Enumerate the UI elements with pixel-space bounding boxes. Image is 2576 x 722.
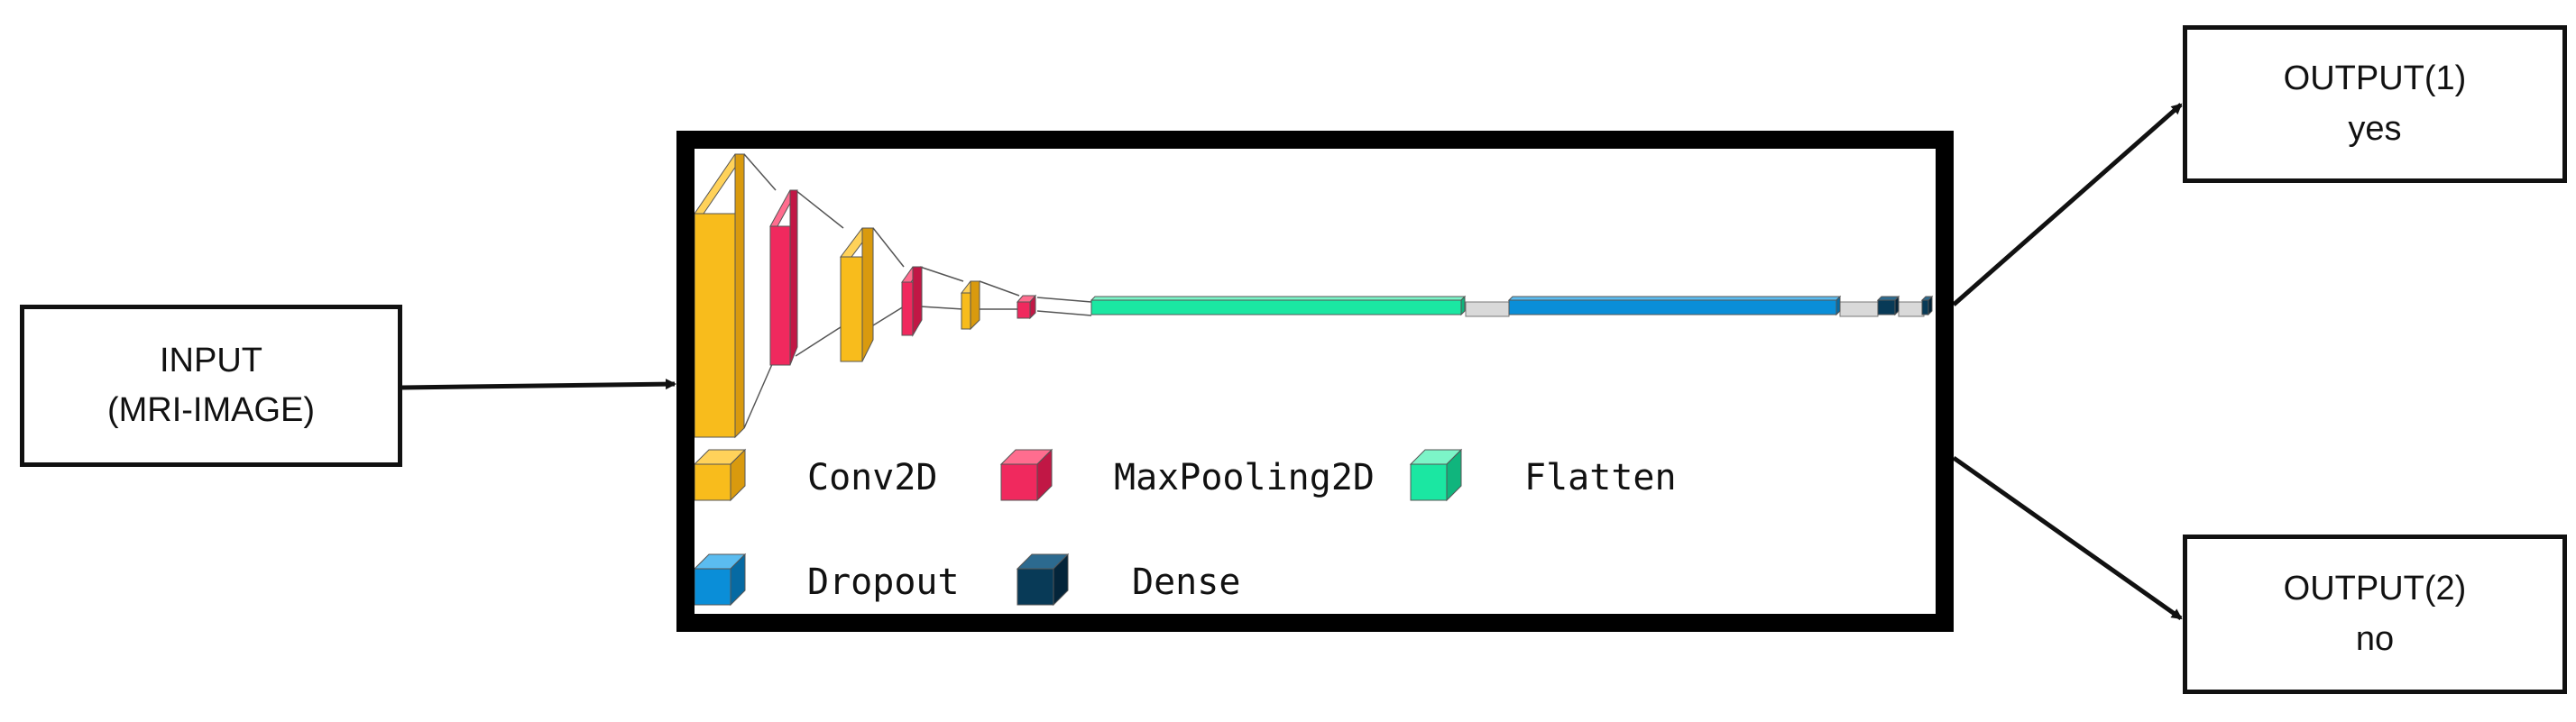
model-architecture-frame: Conv2D MaxPooling2D Flatten Dropout Dens… <box>676 131 1954 632</box>
output2-value: no <box>2355 619 2395 658</box>
legend-cube-dropout <box>695 553 747 607</box>
arrow-model-to-output1 <box>1952 103 2183 306</box>
layer-dropout <box>1507 295 1842 316</box>
arrow-model-to-output2 <box>1952 455 2183 621</box>
input-label: INPUT <box>160 341 262 379</box>
legend-label-dropout: Dropout <box>807 562 960 603</box>
output2-label: OUTPUT(2) <box>2283 570 2467 608</box>
layer-maxpool-2 <box>901 266 923 337</box>
legend-label-flatten: Flatten <box>1524 457 1677 498</box>
legend-label-dense: Dense <box>1132 562 1241 603</box>
arrow-input-to-model <box>401 379 676 390</box>
layer-conv2d-1 <box>695 153 745 439</box>
legend-cube-conv2d <box>695 448 747 502</box>
layer-dense-2 <box>1920 295 1934 316</box>
legend-label-maxpooling2d: MaxPooling2D <box>1114 457 1375 498</box>
output2-box: OUTPUT(2) no <box>2183 535 2567 694</box>
layer-stack <box>695 153 1934 607</box>
legend-cube-flatten <box>1409 448 1463 502</box>
input-sublabel: (MRI-IMAGE) <box>106 391 316 429</box>
input-box: INPUT (MRI-IMAGE) <box>20 305 402 467</box>
output1-box: OUTPUT(1) yes <box>2183 25 2567 183</box>
layer-maxpool-3 <box>1016 294 1037 320</box>
layer-dense-1 <box>1876 295 1900 316</box>
output1-label: OUTPUT(1) <box>2283 59 2467 98</box>
layer-conv2d-3 <box>960 280 981 331</box>
layer-maxpool-1 <box>769 189 798 366</box>
legend-cube-dense <box>1016 553 1070 607</box>
layer-connectors <box>743 153 1092 429</box>
output1-value: yes <box>2348 109 2402 148</box>
legend-cube-maxpooling2d <box>999 448 1053 502</box>
legend-label-conv2d: Conv2D <box>807 457 938 498</box>
layer-conv2d-2 <box>840 227 874 362</box>
layer-flatten <box>1090 295 1467 316</box>
